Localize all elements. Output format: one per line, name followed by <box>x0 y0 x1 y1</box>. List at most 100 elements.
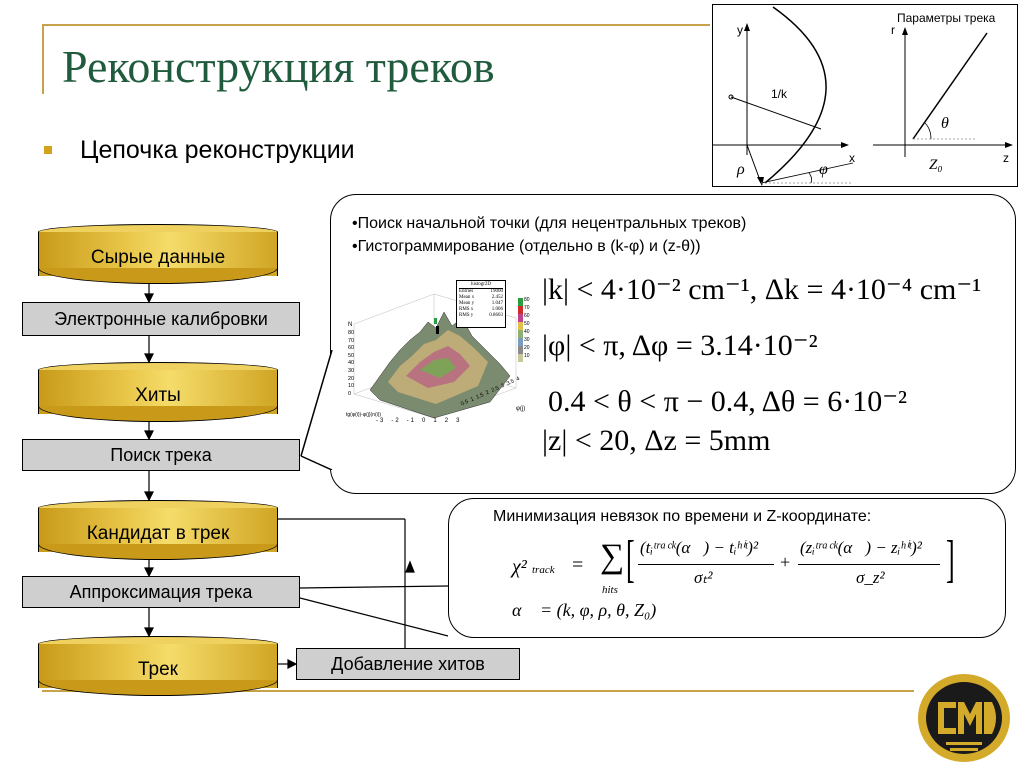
cylinder-hits-label: Хиты <box>135 385 181 406</box>
histogram-y-tick: 10 <box>348 383 355 390</box>
term2-fraction-bar <box>798 564 940 565</box>
cylinder-raw-data-label: Сырые данные <box>90 247 226 268</box>
histogram-stat-value: 1.047 <box>491 301 503 306</box>
search-line-2: •Гистограммирование (отдельно в (k-φ) и … <box>352 238 701 255</box>
cylinder-track-label: Трек <box>138 659 178 680</box>
histogram-x-tick: 1 <box>433 418 439 424</box>
left-rule <box>42 24 44 94</box>
term1-fraction-bar <box>638 564 774 565</box>
bottom-rule <box>42 690 914 692</box>
histogram-y-tick: 50 <box>348 352 355 359</box>
sum-subscript: hits <box>602 584 618 596</box>
histogram-color-tick: 80 <box>524 297 530 303</box>
histogram-stats-title: histogr2D <box>459 282 503 289</box>
diagram-title: Параметры трека <box>897 11 996 25</box>
histogram-color-tick: 20 <box>524 345 530 351</box>
axis-z-label: z <box>1003 151 1009 165</box>
histogram-stat-key: Mean x <box>459 295 475 300</box>
histogram-x-tick: -3 <box>376 418 386 424</box>
axis-x-label: x <box>849 151 855 165</box>
histogram-x-axis-label: tg(φ(i))-φ(j)(n(i)) <box>346 412 382 418</box>
term1-numerator: (tᵢᵗʳᵃᶜᵏ(α⃗) − tᵢʰⁱᵗ)² <box>640 538 759 557</box>
cylinder-track: Трек <box>38 636 278 696</box>
callout-pointer <box>300 350 333 470</box>
histogram-color-tick: 70 <box>524 305 530 311</box>
histogram-y-tick: 30 <box>348 367 355 374</box>
box-calibrations: Электронные калибровки <box>22 302 300 336</box>
minimization-title: Минимизация невязок по времени и Z-коорд… <box>493 508 872 525</box>
histogram-stat-row: Entries 19000 <box>459 289 503 295</box>
histogram-stat-row: Mean x 2.452 <box>459 295 503 301</box>
histogram-stat-row: RMS x 1.006 <box>459 307 503 313</box>
formula-phi: |φ| < π, Δφ = 3.14·10⁻² <box>542 329 818 362</box>
term1-denominator: σₜ² <box>694 568 713 587</box>
chi-symbol: χ² <box>512 556 527 578</box>
track-parameters-svg <box>713 6 1013 186</box>
histogram-x-tick: 0 <box>422 418 428 424</box>
histogram-x-tick: 3 <box>456 418 462 424</box>
search-line-1: •Поиск начальной точки (для нецентральны… <box>352 215 747 232</box>
histogram-x-tick: 2 <box>444 418 451 424</box>
sum-symbol: ∑ <box>600 538 625 575</box>
plus-sign: + <box>780 552 791 572</box>
histogram-stat-value: 19000 <box>490 289 504 294</box>
theta-symbol: θ <box>941 115 949 132</box>
histogram-n-label: N <box>348 322 353 328</box>
histogram-stat-value: 0.8603 <box>489 313 503 318</box>
page-title: Реконструкция треков <box>62 41 495 92</box>
bullet-marker <box>44 146 52 154</box>
histogram-stat-key: RMS x <box>459 307 474 312</box>
histogram-x-tick: -1 <box>406 418 417 424</box>
logo-emblem <box>918 674 1010 762</box>
histogram-y-tick: 80 <box>348 330 355 336</box>
axis-r-label: r <box>891 23 895 37</box>
cylinder-candidate: Кандидат в трек <box>38 500 278 560</box>
track-parameters-diagram: Параметры трека y x r z 1/k ρ φ θ Z₀ <box>712 4 1018 187</box>
cylinder-candidate-label: Кандидат в трек <box>86 523 230 544</box>
histogram-stat-key: Entries <box>459 289 474 294</box>
histogram-color-tick: 30 <box>524 337 530 343</box>
term2-denominator: σ_z² <box>856 568 885 587</box>
equals-sign: = <box>572 554 584 576</box>
histogram-stat-value: 1.006 <box>491 307 503 312</box>
histogram-y-tick: 70 <box>348 337 355 344</box>
box-track-search: Поиск трека <box>22 439 300 471</box>
formula-k: |k| < 4·10⁻² cm⁻¹, Δk = 4·10⁻⁴ cm⁻¹ <box>542 273 982 306</box>
histogram-stat-key: Mean y <box>459 301 475 306</box>
z0-symbol: Z₀ <box>929 157 943 173</box>
histogram-color-ticks: 80 70 60 50 40 30 20 10 <box>524 296 530 360</box>
histogram-stat-row: Mean y 1.047 <box>459 301 503 307</box>
histogram-y-tick: 0 <box>348 390 352 397</box>
histogram-color-tick: 40 <box>524 329 530 335</box>
histogram-z-tick: 1 <box>469 396 475 404</box>
histogram-color-tick: 50 <box>524 321 530 327</box>
rho-symbol: ρ <box>737 161 745 178</box>
minimization-panel <box>448 498 1006 638</box>
cylinder-hits: Хиты <box>38 362 278 422</box>
histogram-y-tick: 40 <box>348 360 355 367</box>
left-bracket: [ <box>626 531 635 588</box>
histogram-x-tick: -2 <box>391 418 401 424</box>
histogram-z-axis-label: φ(j) <box>516 406 526 412</box>
histogram-svg <box>353 293 523 419</box>
top-rule <box>42 24 710 26</box>
radius-label: 1/k <box>771 87 788 101</box>
formula-z: |z| < 20, Δz = 5mm <box>542 424 771 457</box>
histogram-y-tick: 20 <box>348 375 355 382</box>
histogram-stat-value: 2.452 <box>491 295 503 300</box>
histogram-stat-key: RMS y <box>459 313 474 318</box>
axis-y-label: y <box>737 23 743 37</box>
histogram-color-tick: 60 <box>524 313 530 319</box>
histogram-y-tick: 60 <box>348 345 355 352</box>
right-bracket: ] <box>946 531 955 588</box>
term2-numerator: (zᵢᵗʳᵃᶜᵏ(α⃗) − zᵢʰⁱᵗ)² <box>800 538 922 557</box>
box-track-fit: Аппроксимация трека <box>22 576 300 608</box>
histogram-color-tick: 10 <box>524 353 530 359</box>
histogram-z-tick: 2 <box>485 389 491 397</box>
phi-symbol: φ <box>819 161 828 178</box>
cmd-logo <box>916 672 1012 764</box>
